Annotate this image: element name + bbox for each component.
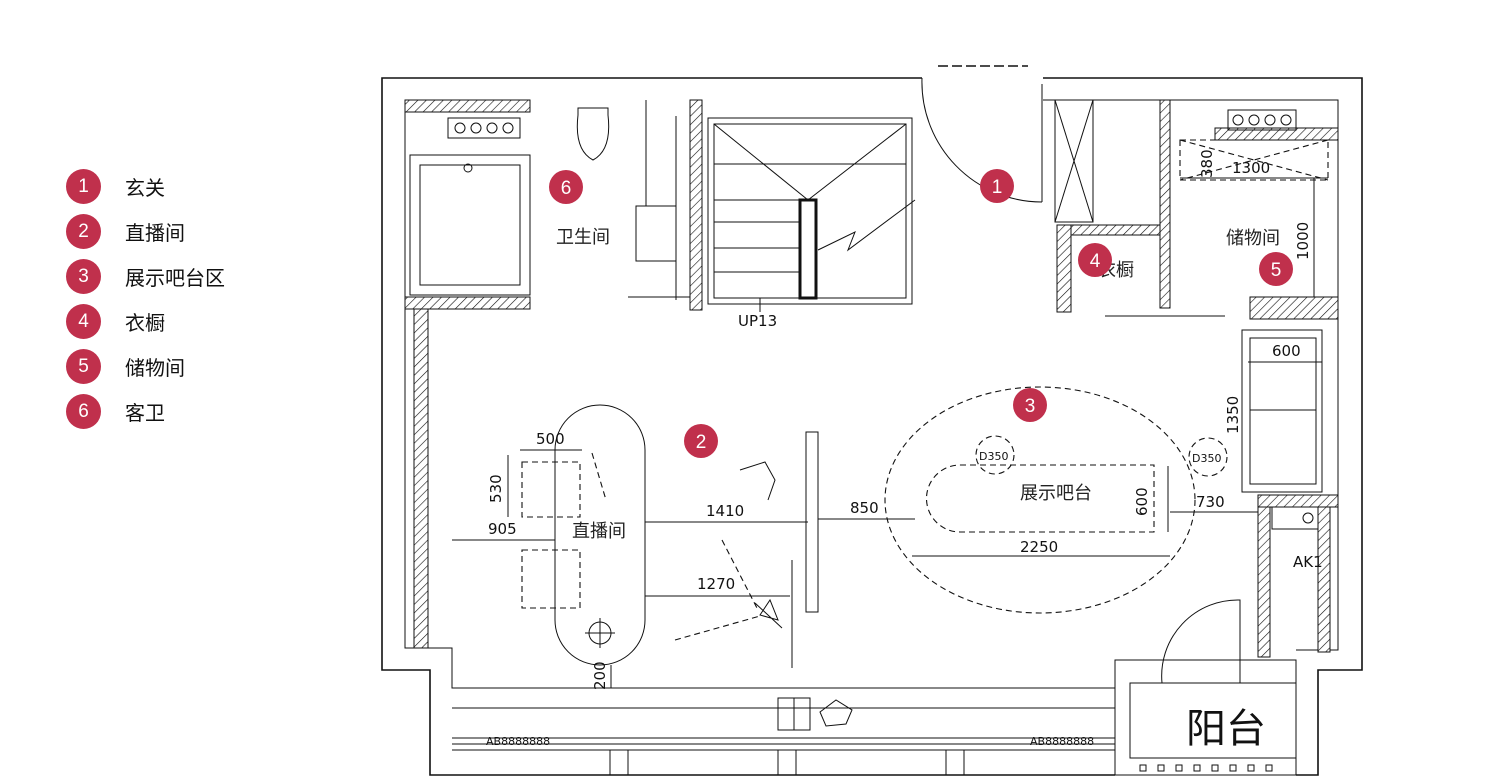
zone-marker-3: 3: [1013, 388, 1047, 422]
dim-730: 730: [1196, 493, 1225, 511]
dim-500: 500: [536, 430, 565, 448]
balcony-area: 阳台: [1114, 599, 1297, 776]
legend-item-wardrobe: 4 衣橱: [66, 299, 296, 344]
dim-905: 905: [488, 520, 517, 538]
room-label-balcony: 阳台: [1186, 706, 1266, 752]
room-label-bar: 展示吧台: [1020, 483, 1092, 504]
outer-walls: AB8888888 AB8888888: [381, 77, 1363, 776]
dim-530: 530: [487, 474, 505, 503]
staircase: UP13: [707, 117, 916, 330]
svg-text:4: 4: [1090, 251, 1101, 272]
circle-label-right: D350: [1192, 452, 1221, 465]
legend-badge: 5: [66, 349, 101, 384]
stairs-label: UP13: [738, 312, 777, 330]
circle-label-left: D350: [979, 450, 1008, 463]
zone-marker-4: 4: [1078, 243, 1112, 277]
right-cabinet: 600 1350 AK1: [1224, 329, 1323, 571]
legend-item-storage: 5 储物间: [66, 344, 296, 389]
dim-2250: 2250: [1020, 538, 1058, 556]
legend-label: 储物间: [125, 356, 185, 380]
legend-item-bar: 3 展示吧台区: [66, 254, 296, 299]
dim-380: 380: [1198, 149, 1216, 178]
svg-text:3: 3: [1025, 396, 1036, 417]
ak-label: AK1: [1293, 553, 1323, 571]
legend-badge: 3: [66, 259, 101, 294]
studio-area: 500 530 905 直播间 1410 1270 200: [452, 404, 853, 731]
legend-label: 客卫: [125, 401, 165, 425]
hatched-walls: [404, 99, 1339, 658]
dim-200: 200: [591, 661, 609, 690]
dim-600-bar: 600: [1133, 487, 1151, 516]
dim-1270: 1270: [697, 575, 735, 593]
legend-label: 直播间: [125, 221, 185, 245]
storage-area: 1300 380 1000 储物间: [1179, 109, 1329, 297]
dim-1350: 1350: [1224, 396, 1242, 434]
legend-badge: 1: [66, 169, 101, 204]
zone-marker-6: 6: [549, 170, 583, 204]
legend-label: 玄关: [125, 176, 165, 200]
zone-marker-5: 5: [1259, 252, 1293, 286]
zone-marker-2: 2: [684, 424, 718, 458]
room-label-storage: 储物间: [1226, 228, 1280, 249]
dim-1000: 1000: [1294, 222, 1312, 260]
dim-850: 850: [850, 499, 879, 517]
bathroom-area: 卫生间: [409, 100, 690, 300]
legend-item-studio: 2 直播间: [66, 209, 296, 254]
legend-badge: 2: [66, 214, 101, 249]
display-bar-area: 850 600 2250 730 D350 D350 展示吧台: [818, 386, 1258, 614]
svg-text:AB8888888: AB8888888: [486, 735, 550, 748]
legend-label: 衣橱: [125, 311, 165, 335]
legend-item-guest-wc: 6 客卫: [66, 389, 296, 434]
legend-label: 展示吧台区: [125, 266, 225, 290]
zone-marker-1: 1: [980, 169, 1014, 203]
room-label-bathroom: 卫生间: [556, 227, 610, 248]
room-label-studio: 直播间: [572, 521, 626, 542]
dim-600-cabinet: 600: [1272, 342, 1301, 360]
wardrobe-area: 衣橱: [1054, 99, 1225, 317]
legend-item-entrance: 1 玄关: [66, 164, 296, 209]
svg-text:1: 1: [992, 177, 1003, 198]
legend-badge: 4: [66, 304, 101, 339]
svg-text:6: 6: [561, 178, 572, 199]
dim-1410: 1410: [706, 502, 744, 520]
entrance-door: [921, 65, 1043, 203]
legend: 1 玄关 2 直播间 3 展示吧台区 4 衣橱 5 储物间 6 客卫: [66, 164, 296, 434]
svg-text:5: 5: [1271, 260, 1282, 281]
svg-text:2: 2: [696, 432, 707, 453]
svg-text:AB8888888: AB8888888: [1030, 735, 1094, 748]
legend-badge: 6: [66, 394, 101, 429]
dim-1300: 1300: [1232, 159, 1270, 177]
